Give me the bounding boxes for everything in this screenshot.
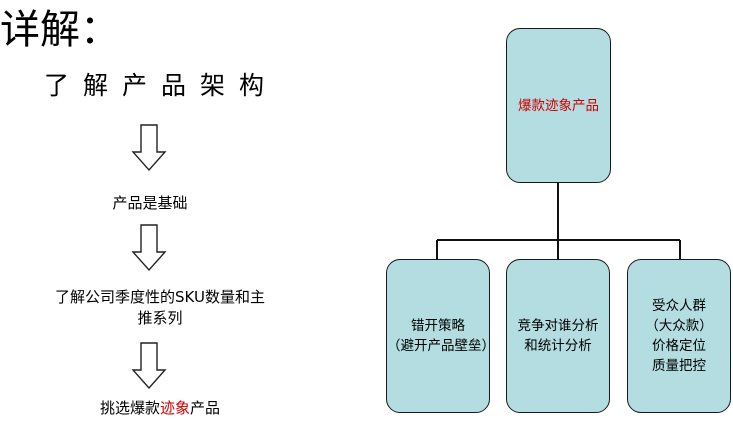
page-subtitle: 了解产品架构 [44,71,279,100]
node-line: 竞争对谁分析 [517,318,599,334]
node-line: 受众人群 [652,298,706,314]
node-line: （大众款） [645,318,713,334]
node-line: （避开产品壁垒） [387,338,495,354]
flow-step-select: 挑选爆款迹象产品 [40,398,280,419]
page-heading: 详解： [0,7,120,53]
down-arrow-icon [131,224,167,272]
flow-step-foundation: 产品是基础 [112,194,188,212]
node-line: 价格定位 [652,338,706,354]
flow-step-sku-line2: 推系列 [137,309,183,327]
flow-step-select-prefix: 挑选爆款 [99,399,160,417]
down-arrow-icon [131,124,167,172]
node-line: 质量把控 [652,358,706,374]
flow-step-select-suffix: 产品 [190,399,221,417]
tree-root-label: 爆款迹象产品 [518,97,599,114]
flow-step-select-highlight: 迹象 [159,399,190,417]
tree-root-node: 爆款迹象产品 [506,28,611,183]
node-line: 错开策略 [411,318,465,334]
down-arrow-icon [131,342,167,390]
node-line: 和统计分析 [524,338,592,354]
flow-step-sku: 了解公司季度性的SKU数量和主 推系列 [10,287,310,329]
tree-child-node-strategy: 错开策略 （避开产品壁垒） [386,259,495,413]
tree-child-node-competition: 竞争对谁分析 和统计分析 [506,259,610,413]
flow-step-sku-line1: 了解公司季度性的SKU数量和主 [55,288,265,306]
tree-child-node-audience: 受众人群 （大众款） 价格定位 质量把控 [627,259,731,413]
